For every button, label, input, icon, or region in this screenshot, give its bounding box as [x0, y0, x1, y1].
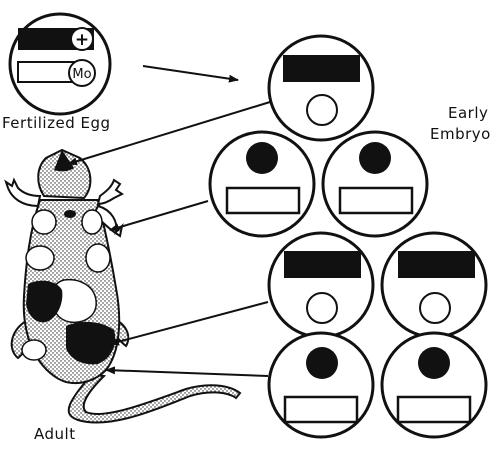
arrow-embryo-to-head: [67, 101, 271, 166]
nucleus-filled: [246, 142, 278, 174]
arrows: [67, 65, 271, 377]
fertilized-egg-cell: + Mo: [8, 12, 112, 116]
embryo-cell: [267, 34, 375, 142]
cat-black-patch: [26, 280, 63, 323]
cat-white-patch: [85, 243, 111, 273]
paternal-plus-circle: [70, 27, 94, 51]
cat-front-left-leg: [4, 177, 42, 208]
embryo-cell: [380, 331, 488, 439]
cat-white-patch: [81, 209, 103, 235]
nucleus-filled: [306, 347, 338, 379]
x-chromosome-bar-open: [283, 395, 359, 424]
embryo-cell: [267, 331, 375, 439]
x-chromosome-bar-dark: [398, 251, 475, 278]
cat-black-patch: [66, 321, 116, 365]
arrow-embryo-to-hip: [105, 366, 269, 377]
x-chromosome-bar-open: [225, 186, 301, 215]
early-embryo: [208, 34, 488, 439]
nucleus-filled: [418, 347, 450, 379]
adult-cat-illustration: [4, 148, 242, 424]
cat-head-dark-patch: [54, 150, 74, 172]
arrow-egg-to-embryo: [142, 65, 239, 83]
early-embryo-label-line1: Early: [448, 104, 488, 122]
cat-white-patch: [25, 245, 55, 271]
arrow-embryo-to-flank: [109, 301, 269, 346]
x-chromosome-bar-open: [338, 186, 414, 215]
early-embryo-label-line2: Embryo: [430, 125, 491, 143]
x-chromosome-bar-dark: [283, 55, 360, 82]
embryo-cell: [321, 130, 429, 238]
maternal-mo-symbol: Mo: [72, 67, 91, 82]
embryo-cell: [380, 231, 488, 339]
nucleus-open: [306, 292, 338, 324]
nucleus-open: [419, 292, 451, 324]
paternal-plus-symbol: +: [75, 30, 89, 50]
cat-nose-spot: [64, 210, 76, 218]
x-chromosome-bar-open: [396, 395, 472, 424]
cat-front-right-paw: [96, 178, 124, 206]
arrow-embryo-to-shoulder: [109, 200, 209, 232]
cat-tail: [67, 372, 242, 424]
maternal-mo-circle: [68, 59, 96, 87]
embryo-cell: [208, 130, 316, 238]
fertilized-egg-label: Fertilized Egg: [2, 114, 111, 132]
cat-white-patch: [21, 339, 47, 361]
nucleus-open: [306, 94, 338, 126]
x-chromosome-bar-dark: [284, 251, 361, 278]
cat-white-patch: [31, 209, 57, 235]
embryo-cell: [267, 231, 375, 339]
adult-label: Adult: [34, 425, 76, 443]
nucleus-filled: [359, 142, 391, 174]
